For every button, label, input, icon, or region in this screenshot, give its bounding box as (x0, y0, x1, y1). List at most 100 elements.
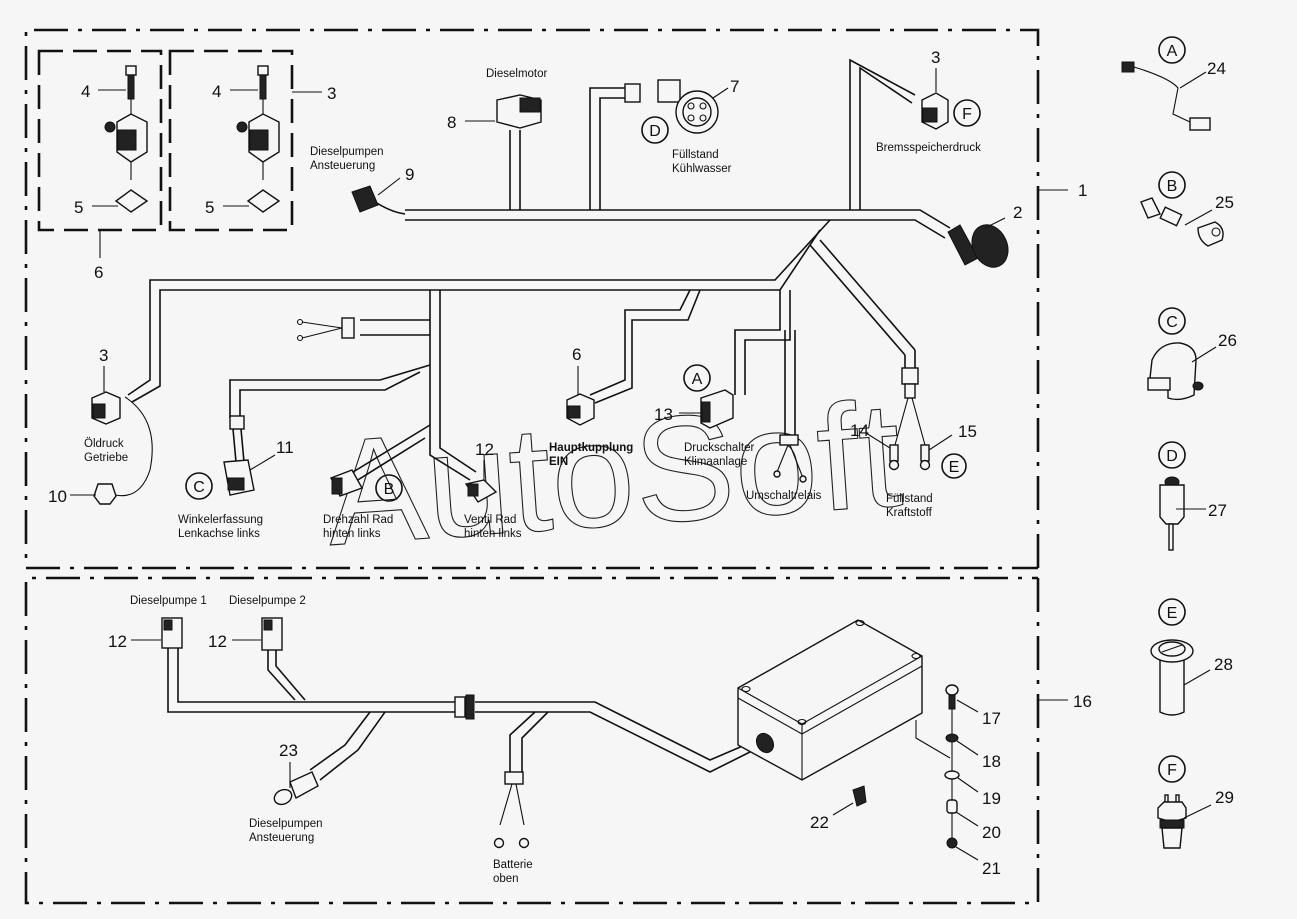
replacement-part-24: A 24 (1121, 36, 1226, 131)
seal-gasket (114, 189, 149, 213)
callout-5b[interactable]: 5 (205, 198, 214, 217)
callout-12b[interactable]: 12 (108, 632, 127, 651)
label-dieselpumpen-ansteuerung-top: Dieselpumpen (310, 146, 384, 158)
bolt-thread (127, 74, 135, 100)
subframe-3 (168, 49, 294, 232)
callout-6a[interactable]: 6 (94, 263, 103, 282)
callout-27[interactable]: 27 (1208, 501, 1227, 520)
letter-b-part[interactable] (1158, 171, 1186, 199)
part-25-body (1159, 206, 1183, 227)
label-fuellstand-kuehlwasser: Füllstand (672, 149, 719, 161)
label-dieselpumpen-ansteuerung-bot-2: Ansteuerung (249, 832, 314, 844)
letter-d-part-text: D (1166, 448, 1178, 465)
branch-relay-left (360, 319, 430, 336)
callout-28[interactable]: 28 (1214, 655, 1233, 674)
letter-e-text: E (949, 459, 960, 476)
callout-2[interactable]: 2 (1013, 203, 1022, 222)
callout-3c[interactable]: 3 (99, 346, 108, 365)
callout-23[interactable]: 23 (279, 741, 298, 760)
screw-hole (911, 652, 921, 660)
connector-23: 23 Dieselpumpen Ansteuerung (249, 741, 323, 844)
callout-7[interactable]: 7 (730, 77, 739, 96)
wire-dp1 (167, 648, 380, 713)
callout-14[interactable]: 14 (850, 421, 869, 440)
connector-2-body (971, 224, 1009, 268)
part-28-tube (1159, 658, 1185, 716)
fuse-body (852, 785, 867, 807)
callout-3a[interactable]: 3 (327, 84, 336, 103)
connector-9-body (351, 185, 379, 213)
callout-19[interactable]: 19 (982, 789, 1001, 808)
letter-d-part[interactable] (1158, 441, 1186, 469)
letter-e-part[interactable] (1158, 598, 1186, 626)
callout-17[interactable]: 17 (982, 709, 1001, 728)
label-batterie-2: oben (493, 873, 519, 885)
connector-6-hauptkupplung: 6 Hauptkupplung EIN (549, 345, 633, 468)
branch-f (849, 58, 916, 210)
letter-c-part[interactable] (1158, 307, 1186, 335)
label-dieselmotor: Dieselmotor (486, 68, 548, 80)
letter-a-part[interactable] (1158, 36, 1186, 64)
connector-7-kuehlwasser: 7 D Füllstand Kühlwasser (641, 77, 739, 175)
ring-terminal (888, 459, 900, 471)
sleeve (901, 367, 919, 385)
letter-e-ref[interactable] (941, 453, 967, 479)
callout-12c[interactable]: 12 (208, 632, 227, 651)
leader-18 (956, 740, 979, 756)
callout-10[interactable]: 10 (48, 487, 67, 506)
callout-12a[interactable]: 12 (475, 440, 494, 459)
branch-kraftstoff (809, 239, 916, 356)
callout-25[interactable]: 25 (1215, 193, 1234, 212)
ring-terminal (518, 837, 530, 849)
coil-ribs (249, 129, 269, 151)
terminal-sleeve (920, 444, 930, 462)
leader-14 (865, 432, 891, 449)
callout-6b[interactable]: 6 (572, 345, 581, 364)
letter-f-ref[interactable] (953, 99, 981, 127)
coil-ribs (117, 129, 137, 151)
callout-8[interactable]: 8 (447, 113, 456, 132)
part-26-screw (1192, 381, 1204, 391)
callout-20[interactable]: 20 (982, 823, 1001, 842)
connector-latch (163, 619, 173, 631)
coil-gland (236, 121, 248, 133)
box-body (737, 619, 923, 781)
letter-a-ref[interactable] (683, 364, 711, 392)
callout-26[interactable]: 26 (1218, 331, 1237, 350)
callout-18[interactable]: 18 (982, 752, 1001, 771)
letter-f-part[interactable] (1158, 755, 1186, 783)
terminal-sleeve (889, 444, 899, 462)
callout-1[interactable]: 1 (1078, 181, 1087, 200)
callout-24[interactable]: 24 (1207, 59, 1226, 78)
callout-4a[interactable]: 4 (81, 82, 90, 101)
nut-21 (946, 837, 958, 849)
coil-ribs (92, 403, 106, 419)
callout-16[interactable]: 16 (1073, 692, 1092, 711)
callout-21[interactable]: 21 (982, 859, 1001, 878)
callout-22[interactable]: 22 (810, 813, 829, 832)
callout-9[interactable]: 9 (405, 165, 414, 184)
label-dieselpumpe-1: Dieselpumpe 1 (130, 595, 207, 607)
branch-kraftstoff-down (904, 350, 916, 370)
letter-d-ref[interactable] (641, 116, 669, 144)
ground-wire (114, 396, 153, 497)
callout-5a[interactable]: 5 (74, 198, 83, 217)
screw-17-thread (948, 694, 956, 710)
wire-end (894, 397, 909, 446)
letter-b-ref[interactable] (375, 474, 403, 502)
letter-f-text: F (962, 106, 972, 123)
callout-11[interactable]: 11 (276, 438, 294, 457)
callout-15[interactable]: 15 (958, 422, 977, 441)
callout-29[interactable]: 29 (1215, 788, 1234, 807)
bolt-head (257, 65, 269, 76)
ring-terminal (493, 837, 505, 849)
sleeve (779, 434, 799, 446)
callout-3b[interactable]: 3 (931, 48, 940, 67)
seal-gasket (246, 189, 281, 213)
coil-ribs (567, 405, 581, 419)
coil-ribs (922, 107, 938, 123)
callout-13[interactable]: 13 (654, 405, 673, 424)
letter-c-ref[interactable] (185, 472, 213, 500)
callout-4b[interactable]: 4 (212, 82, 221, 101)
label-bremsspeicherdruck: Bremsspeicherdruck (876, 142, 981, 154)
